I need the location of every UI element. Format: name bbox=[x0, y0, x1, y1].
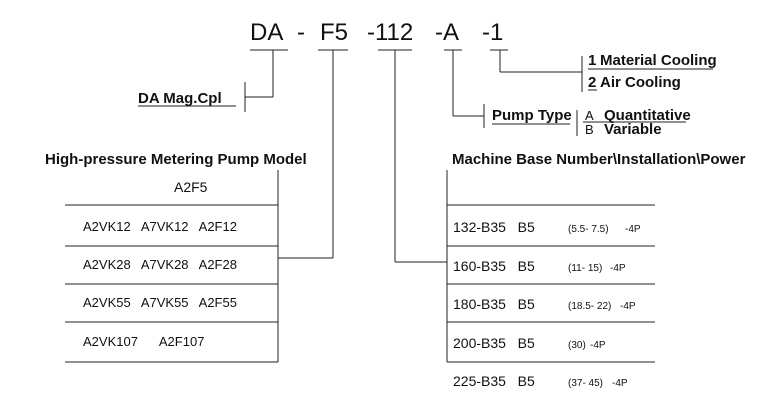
base-number-row-poles: -4P bbox=[625, 224, 641, 235]
cooling-option-2-text: Air Cooling bbox=[600, 74, 681, 91]
base-number-row-poles: -4P bbox=[610, 263, 626, 274]
base-number-row-power: (5.5- 7.5) bbox=[568, 224, 609, 235]
pump-model-row: A2VK28 A7VK28 A2F28 bbox=[83, 257, 237, 272]
base-number-row-main: 180-B35 B5 bbox=[453, 296, 535, 312]
pump-type-label: Pump Type bbox=[492, 107, 572, 124]
cooling-option-2-number: 2 bbox=[588, 74, 596, 91]
pump-type-option-a-text: Quantitative bbox=[604, 107, 691, 124]
pump-model-row: A2VK12 A7VK12 A2F12 bbox=[83, 219, 237, 234]
base-number-row: 180-B35 B5 (18.5- 22) -4P bbox=[453, 296, 636, 312]
pump-model-row: A2VK107 A2F107 bbox=[83, 334, 204, 349]
base-number-row-poles: -4P bbox=[590, 340, 606, 351]
base-number-row-power: (11- 15) bbox=[568, 263, 602, 274]
code-112: -112 bbox=[367, 19, 413, 46]
base-number-header: Machine Base Number\Installation\Power bbox=[452, 151, 746, 168]
base-number-row: 132-B35 B5 (5.5- 7.5) -4P bbox=[453, 219, 641, 235]
code-1: -1 bbox=[482, 19, 503, 46]
base-number-row: 200-B35 B5 (30) -4P bbox=[453, 335, 606, 351]
base-number-row-power: (18.5- 22) bbox=[568, 301, 611, 312]
base-number-row-main: 200-B35 B5 bbox=[453, 335, 535, 351]
code-a: -A bbox=[435, 19, 459, 46]
pump-type-option-a-letter: A bbox=[585, 108, 594, 123]
base-number-row-poles: -4P bbox=[620, 301, 636, 312]
pump-model-row: A2F5 bbox=[174, 179, 208, 195]
pump-type-option-b-letter: B bbox=[585, 122, 594, 137]
code-da: DA bbox=[250, 19, 283, 46]
base-number-row-power: (37- 45) bbox=[568, 378, 603, 389]
da-mag-cpl-label: DA Mag.Cpl bbox=[138, 90, 222, 107]
pump-model-row: A2VK55 A7VK55 A2F55 bbox=[83, 295, 237, 310]
pump-model-header: High-pressure Metering Pump Model bbox=[45, 151, 307, 168]
base-number-row-main: 225-B35 B5 bbox=[453, 373, 535, 389]
cooling-option-1-number: 1 bbox=[588, 52, 596, 69]
base-number-row: 160-B35 B5 (11- 15) -4P bbox=[453, 258, 626, 274]
base-number-row-poles: -4P bbox=[612, 378, 628, 389]
base-number-row-main: 160-B35 B5 bbox=[453, 258, 535, 274]
cooling-option-1-text: Material Cooling bbox=[600, 52, 717, 69]
base-number-row: 225-B35 B5 (37- 45) -4P bbox=[453, 373, 628, 389]
code-f5: F5 bbox=[320, 19, 348, 46]
base-number-row-main: 132-B35 B5 bbox=[453, 219, 535, 235]
code-dash: - bbox=[297, 19, 305, 46]
base-number-row-power: (30) bbox=[568, 340, 586, 351]
pump-type-option-b-text: Variable bbox=[604, 121, 662, 138]
